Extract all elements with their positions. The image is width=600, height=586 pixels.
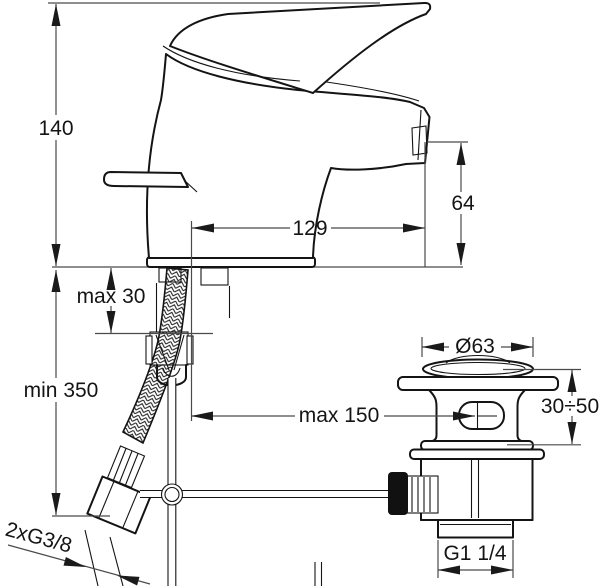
label-total-height: 140 [38,117,73,140]
side-lever-link-line [183,179,198,193]
lever-handle [169,1,432,94]
linkage-cross-joint [160,483,184,506]
label-spout-reach: 129 [292,217,327,240]
dimension-labels: 140 max 30 min 350 129 64 max 150 Ø63 30… [3,117,599,565]
dim-max-30 [95,268,213,335]
thread-extension-b [109,536,124,586]
label-hose-length: min 350 [24,379,99,402]
dim-140 [51,4,61,266]
dim-max-150 [191,411,475,421]
dim-g1-1-4 [437,540,514,578]
thread-extension-a [84,529,99,586]
dim-30-50 [503,368,581,446]
dim-2xg3-8 [7,544,151,586]
label-rod-reach: max 150 [299,404,380,427]
fixing-clamp [145,331,194,387]
dim-min-350 [51,270,110,517]
aerator-outlet [411,125,428,156]
dim-129 [190,142,426,421]
dim-64 [427,141,468,265]
label-waste-flange-diameter: Ø63 [455,335,495,358]
waste-knob [388,472,408,515]
dim-diameter-63 [421,337,534,357]
waste-thread-outlet [437,519,514,539]
waste-lower-flange-2 [409,448,545,460]
linkage-rod-stub [314,562,323,586]
label-spout-height: 64 [451,192,475,215]
label-deck-thickness: max 30 [77,285,146,308]
label-supply-thread: 2xG3/8 [3,518,74,558]
hose-nut [86,475,152,535]
waste-assembly [388,355,559,539]
dome-lower-arc [165,53,299,91]
faucet-artwork [52,1,559,586]
waste-cap-dome [445,355,511,364]
dimension-annotations [7,2,581,586]
dome-upper-arc [162,45,301,82]
pull-rod-vertical [167,378,177,586]
waste-upper-flange [397,376,559,391]
label-waste-clamp-range: 30÷50 [541,395,599,418]
side-lever [103,171,189,188]
label-waste-thread: G1 1/4 [443,542,506,565]
flex-hose [121,267,189,445]
outlet-edge-line [417,109,422,161]
